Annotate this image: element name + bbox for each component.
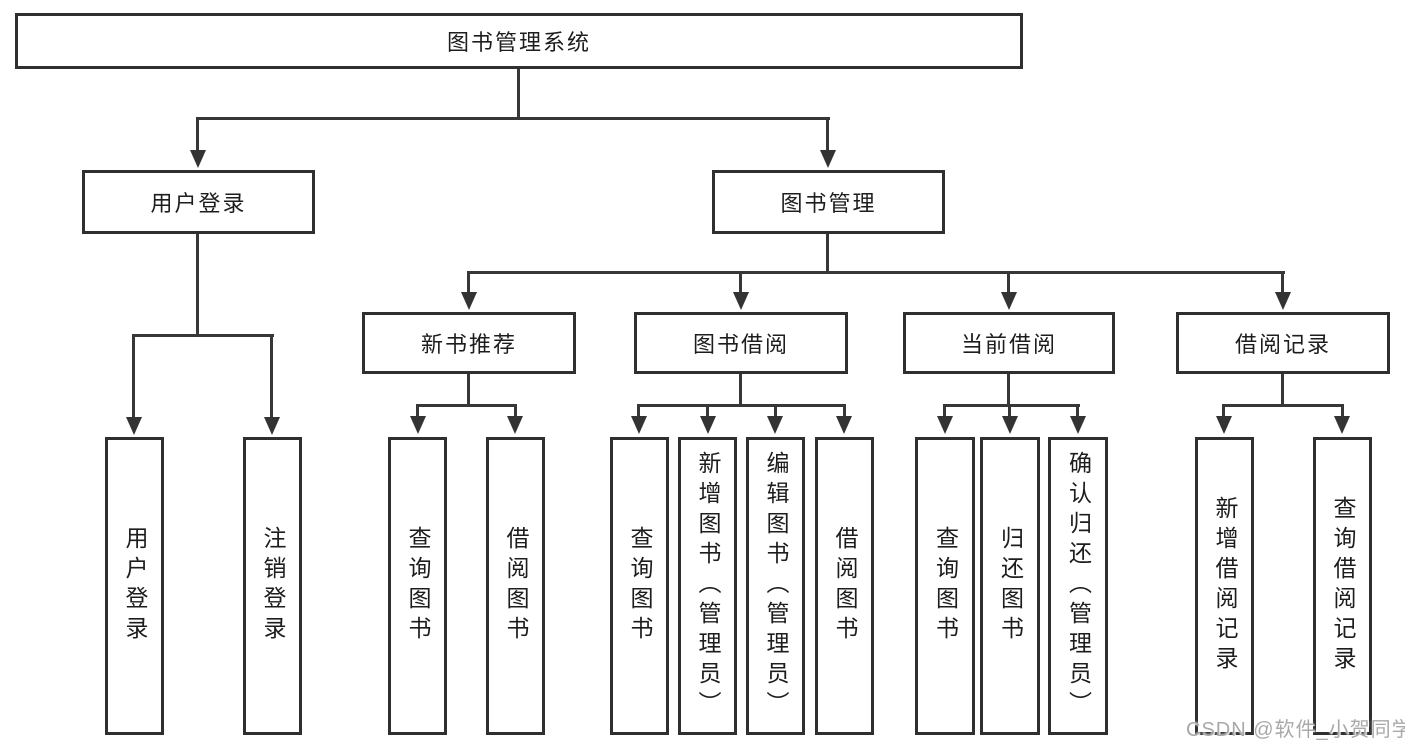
node-book-management: 图书管理 bbox=[712, 170, 945, 234]
connector-drop bbox=[132, 334, 135, 420]
arrowhead-down-icon bbox=[937, 416, 953, 434]
connector-drop bbox=[270, 334, 273, 420]
node-leaf-query-book-1: 查询图书 bbox=[388, 437, 447, 735]
arrowhead-down-icon bbox=[1275, 292, 1291, 310]
node-leaf-edit-book-admin: 编辑图书（管理员） bbox=[746, 437, 805, 735]
connector-branch bbox=[637, 404, 846, 407]
connector-bookmgmt-stem bbox=[826, 234, 829, 274]
connector-drop bbox=[637, 404, 640, 418]
node-borrow-record: 借阅记录 bbox=[1176, 312, 1390, 374]
connector-root-branch bbox=[197, 117, 830, 120]
node-leaf-add-book-admin: 新增图书（管理员） bbox=[678, 437, 737, 735]
arrowhead-down-icon bbox=[820, 150, 836, 168]
connector-userlogin-stem bbox=[196, 234, 199, 336]
watermark-text: CSDN @软件_小贺同学 bbox=[1186, 719, 1405, 741]
node-leaf-add-borrow-record: 新增借阅记录 bbox=[1195, 437, 1254, 735]
arrowhead-down-icon bbox=[836, 416, 852, 434]
arrowhead-down-icon bbox=[264, 417, 280, 435]
arrowhead-down-icon bbox=[700, 416, 716, 434]
arrowhead-down-icon bbox=[1002, 416, 1018, 434]
connector-drop bbox=[1007, 271, 1010, 295]
node-leaf-borrow-book-1: 借阅图书 bbox=[486, 437, 545, 735]
connector-drop bbox=[1281, 271, 1284, 295]
connector-drop bbox=[467, 271, 470, 295]
connector-drop bbox=[196, 117, 199, 153]
node-leaf-borrow-book-2: 借阅图书 bbox=[815, 437, 874, 735]
connector-bookmgmt-branch bbox=[467, 271, 1285, 274]
connector-drop bbox=[1076, 404, 1079, 418]
connector-drop bbox=[1341, 404, 1344, 418]
node-leaf-query-book-3: 查询图书 bbox=[915, 437, 975, 735]
connector-drop bbox=[416, 404, 419, 418]
node-leaf-logout: 注销登录 bbox=[243, 437, 302, 735]
node-library-system: 图书管理系统 bbox=[15, 13, 1023, 69]
connector-stem bbox=[1281, 374, 1284, 406]
connector-branch bbox=[416, 404, 517, 407]
connector-drop bbox=[774, 404, 777, 418]
node-leaf-return-book: 归还图书 bbox=[980, 437, 1040, 735]
node-leaf-query-borrow-record: 查询借阅记录 bbox=[1313, 437, 1372, 735]
node-current-borrow: 当前借阅 bbox=[903, 312, 1115, 374]
arrowhead-down-icon bbox=[1070, 416, 1086, 434]
arrowhead-down-icon bbox=[767, 416, 783, 434]
arrowhead-down-icon bbox=[1334, 416, 1350, 434]
arrowhead-down-icon bbox=[461, 292, 477, 310]
connector-userlogin-branch bbox=[132, 334, 274, 337]
connector-drop bbox=[843, 404, 846, 418]
connector-drop bbox=[1222, 404, 1225, 418]
connector-stem bbox=[1007, 374, 1010, 406]
arrowhead-down-icon bbox=[1216, 416, 1232, 434]
connector-drop bbox=[826, 117, 829, 153]
arrowhead-down-icon bbox=[410, 416, 426, 434]
arrowhead-down-icon bbox=[631, 416, 647, 434]
connector-root-stem bbox=[517, 69, 520, 119]
connector-drop bbox=[943, 404, 946, 418]
connector-drop bbox=[514, 404, 517, 418]
arrowhead-down-icon bbox=[1001, 292, 1017, 310]
connector-branch bbox=[1222, 404, 1344, 407]
connector-drop bbox=[739, 271, 742, 295]
arrowhead-down-icon bbox=[733, 292, 749, 310]
arrowhead-down-icon bbox=[126, 417, 142, 435]
node-new-book-recommend: 新书推荐 bbox=[362, 312, 576, 374]
connector-stem bbox=[467, 374, 470, 406]
arrowhead-down-icon bbox=[190, 150, 206, 168]
node-user-login: 用户登录 bbox=[82, 170, 315, 234]
connector-drop bbox=[706, 404, 709, 418]
node-book-borrow: 图书借阅 bbox=[634, 312, 848, 374]
node-leaf-confirm-return-admin: 确认归还（管理员） bbox=[1048, 437, 1108, 735]
connector-stem bbox=[739, 374, 742, 406]
arrowhead-down-icon bbox=[507, 416, 523, 434]
node-leaf-query-book-2: 查询图书 bbox=[610, 437, 669, 735]
node-leaf-user-login: 用户登录 bbox=[105, 437, 164, 735]
connector-drop bbox=[1008, 404, 1011, 418]
connector-branch bbox=[943, 404, 1080, 407]
